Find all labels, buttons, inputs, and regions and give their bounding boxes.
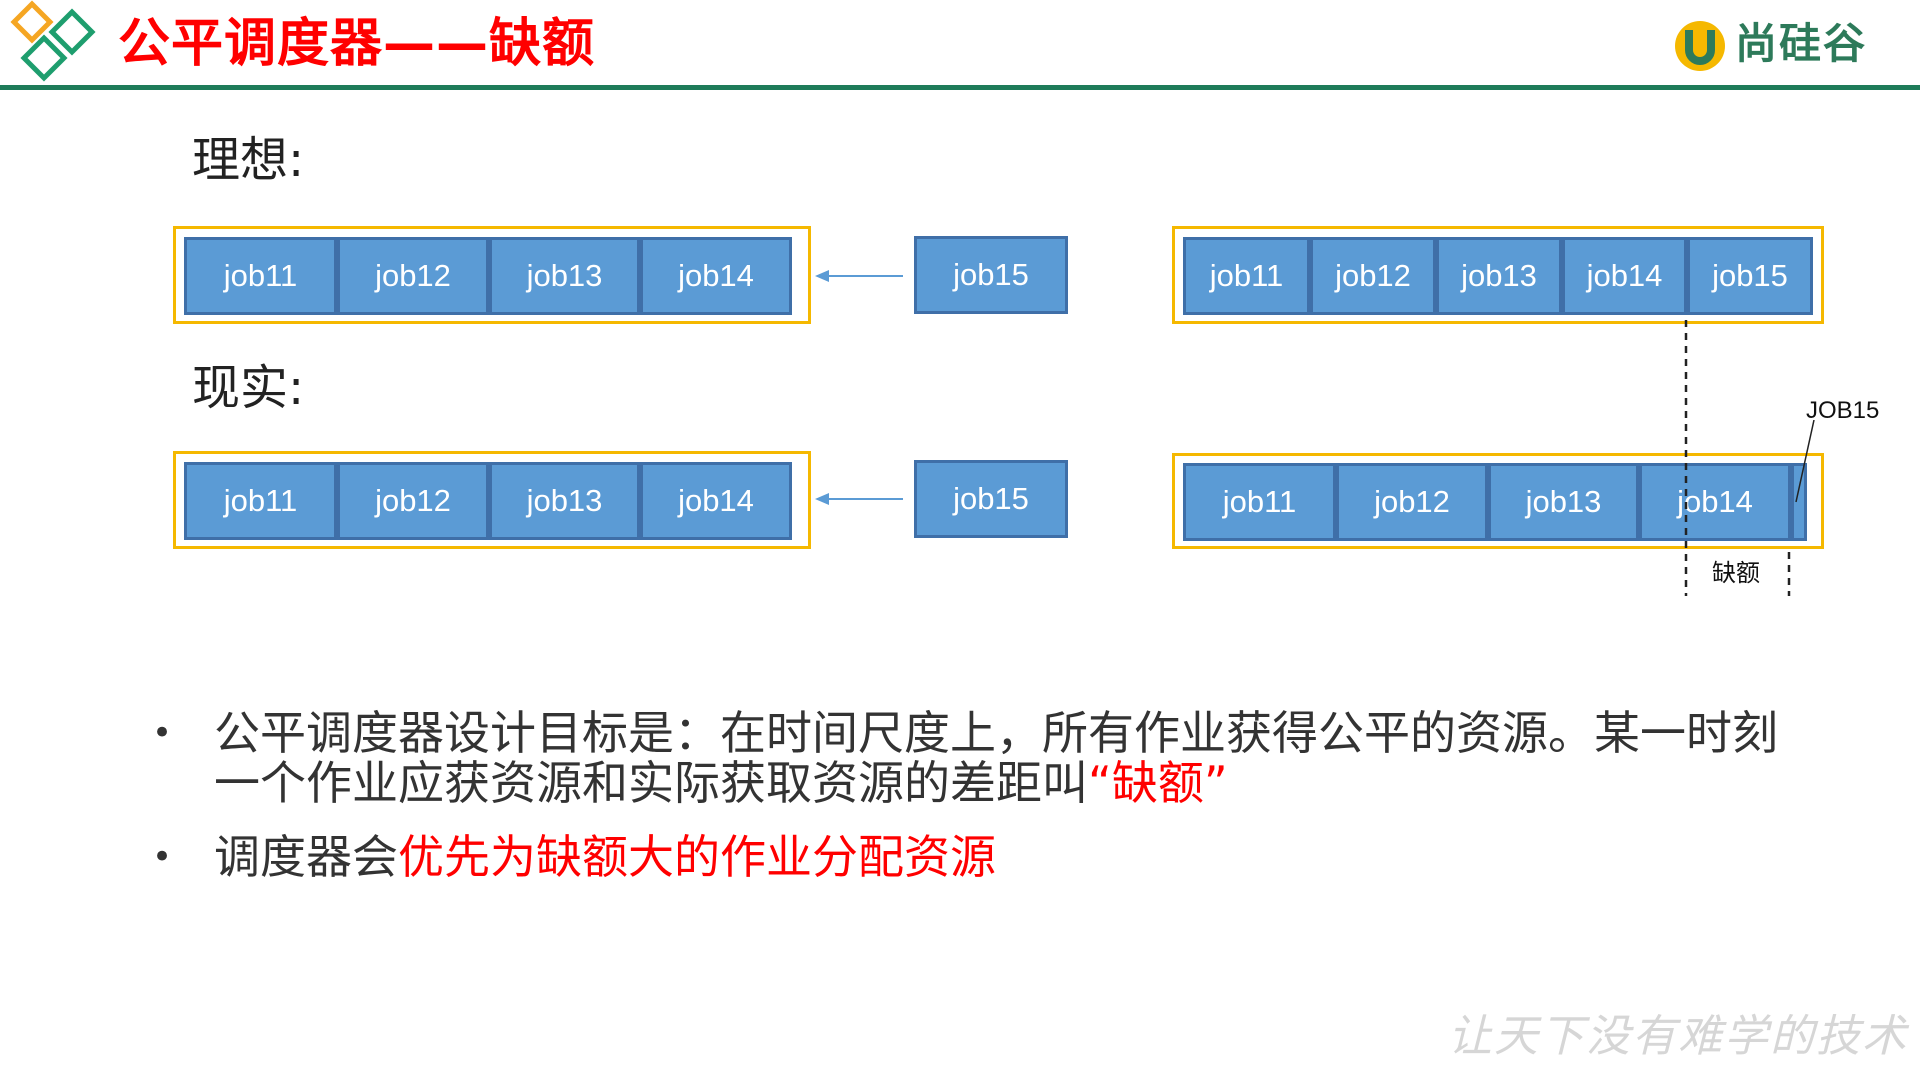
real-queue-left: job11 job12 job13 job14 bbox=[173, 451, 811, 549]
reality-label: 现实: bbox=[192, 360, 305, 416]
bullet-item-2: • 调度器会优先为缺额大的作业分配资源 bbox=[150, 832, 1790, 882]
job-block: job13 bbox=[1488, 463, 1639, 541]
bullet-dot-icon: • bbox=[152, 713, 173, 753]
job-block: job11 bbox=[1183, 237, 1310, 315]
job-block: job14 bbox=[1562, 237, 1687, 315]
footer-slogan: 让天下没有难学的技术 bbox=[1448, 1011, 1908, 1062]
job-block: job11 bbox=[1183, 463, 1336, 541]
job-block: job14 bbox=[640, 462, 792, 540]
bullet-text: 公平调度器设计目标是：在时间尺度上，所有作业获得公平的资源。某一时刻一个作业应获… bbox=[214, 706, 1778, 810]
ideal-queue-right: job11 job12 job13 job14 job15 bbox=[1172, 226, 1824, 324]
job15-sliver-label: JOB15 bbox=[1806, 397, 1880, 424]
job-block: job11 bbox=[184, 237, 337, 315]
bullet-highlight: “缺额” bbox=[1088, 756, 1228, 810]
header-divider bbox=[0, 85, 1920, 90]
job-block: job14 bbox=[1639, 463, 1791, 541]
bullet-item-1: • 公平调度器设计目标是：在时间尺度上，所有作业获得公平的资源。某一时刻一个作业… bbox=[150, 708, 1790, 808]
incoming-job-block: job15 bbox=[914, 236, 1068, 314]
bullet-text: 调度器会 bbox=[214, 830, 398, 884]
job15-sliver-block bbox=[1791, 463, 1807, 541]
job-block: job15 bbox=[1687, 237, 1813, 315]
arrow-left-icon bbox=[815, 489, 905, 509]
job-block: job12 bbox=[337, 237, 489, 315]
real-queue-right: job11 job12 job13 job14 bbox=[1172, 453, 1824, 549]
brand-name: 尚硅谷 bbox=[1735, 19, 1868, 68]
job-block: job12 bbox=[1310, 237, 1436, 315]
arrow-left-icon bbox=[815, 266, 905, 286]
job-block: job13 bbox=[489, 462, 640, 540]
incoming-job-block: job15 bbox=[914, 460, 1068, 538]
job-block: job14 bbox=[640, 237, 792, 315]
job-block: job13 bbox=[1436, 237, 1562, 315]
job-block: job12 bbox=[337, 462, 489, 540]
ideal-label: 理想: bbox=[192, 132, 305, 188]
page-title: 公平调度器——缺额 bbox=[118, 14, 596, 74]
job-block: job12 bbox=[1336, 463, 1488, 541]
bullet-dot-icon: • bbox=[152, 837, 173, 877]
deficit-guide-lines bbox=[1680, 320, 1800, 600]
callout-line bbox=[1790, 419, 1820, 505]
brand-logo-icon bbox=[1672, 18, 1728, 74]
bullet-highlight: 优先为缺额大的作业分配资源 bbox=[398, 830, 996, 884]
job-block: job13 bbox=[489, 237, 640, 315]
job-block: job11 bbox=[184, 462, 337, 540]
deficit-label: 缺额 bbox=[1712, 559, 1760, 587]
ideal-queue-left: job11 job12 job13 job14 bbox=[173, 226, 811, 324]
logo-mark-icon bbox=[0, 0, 100, 86]
